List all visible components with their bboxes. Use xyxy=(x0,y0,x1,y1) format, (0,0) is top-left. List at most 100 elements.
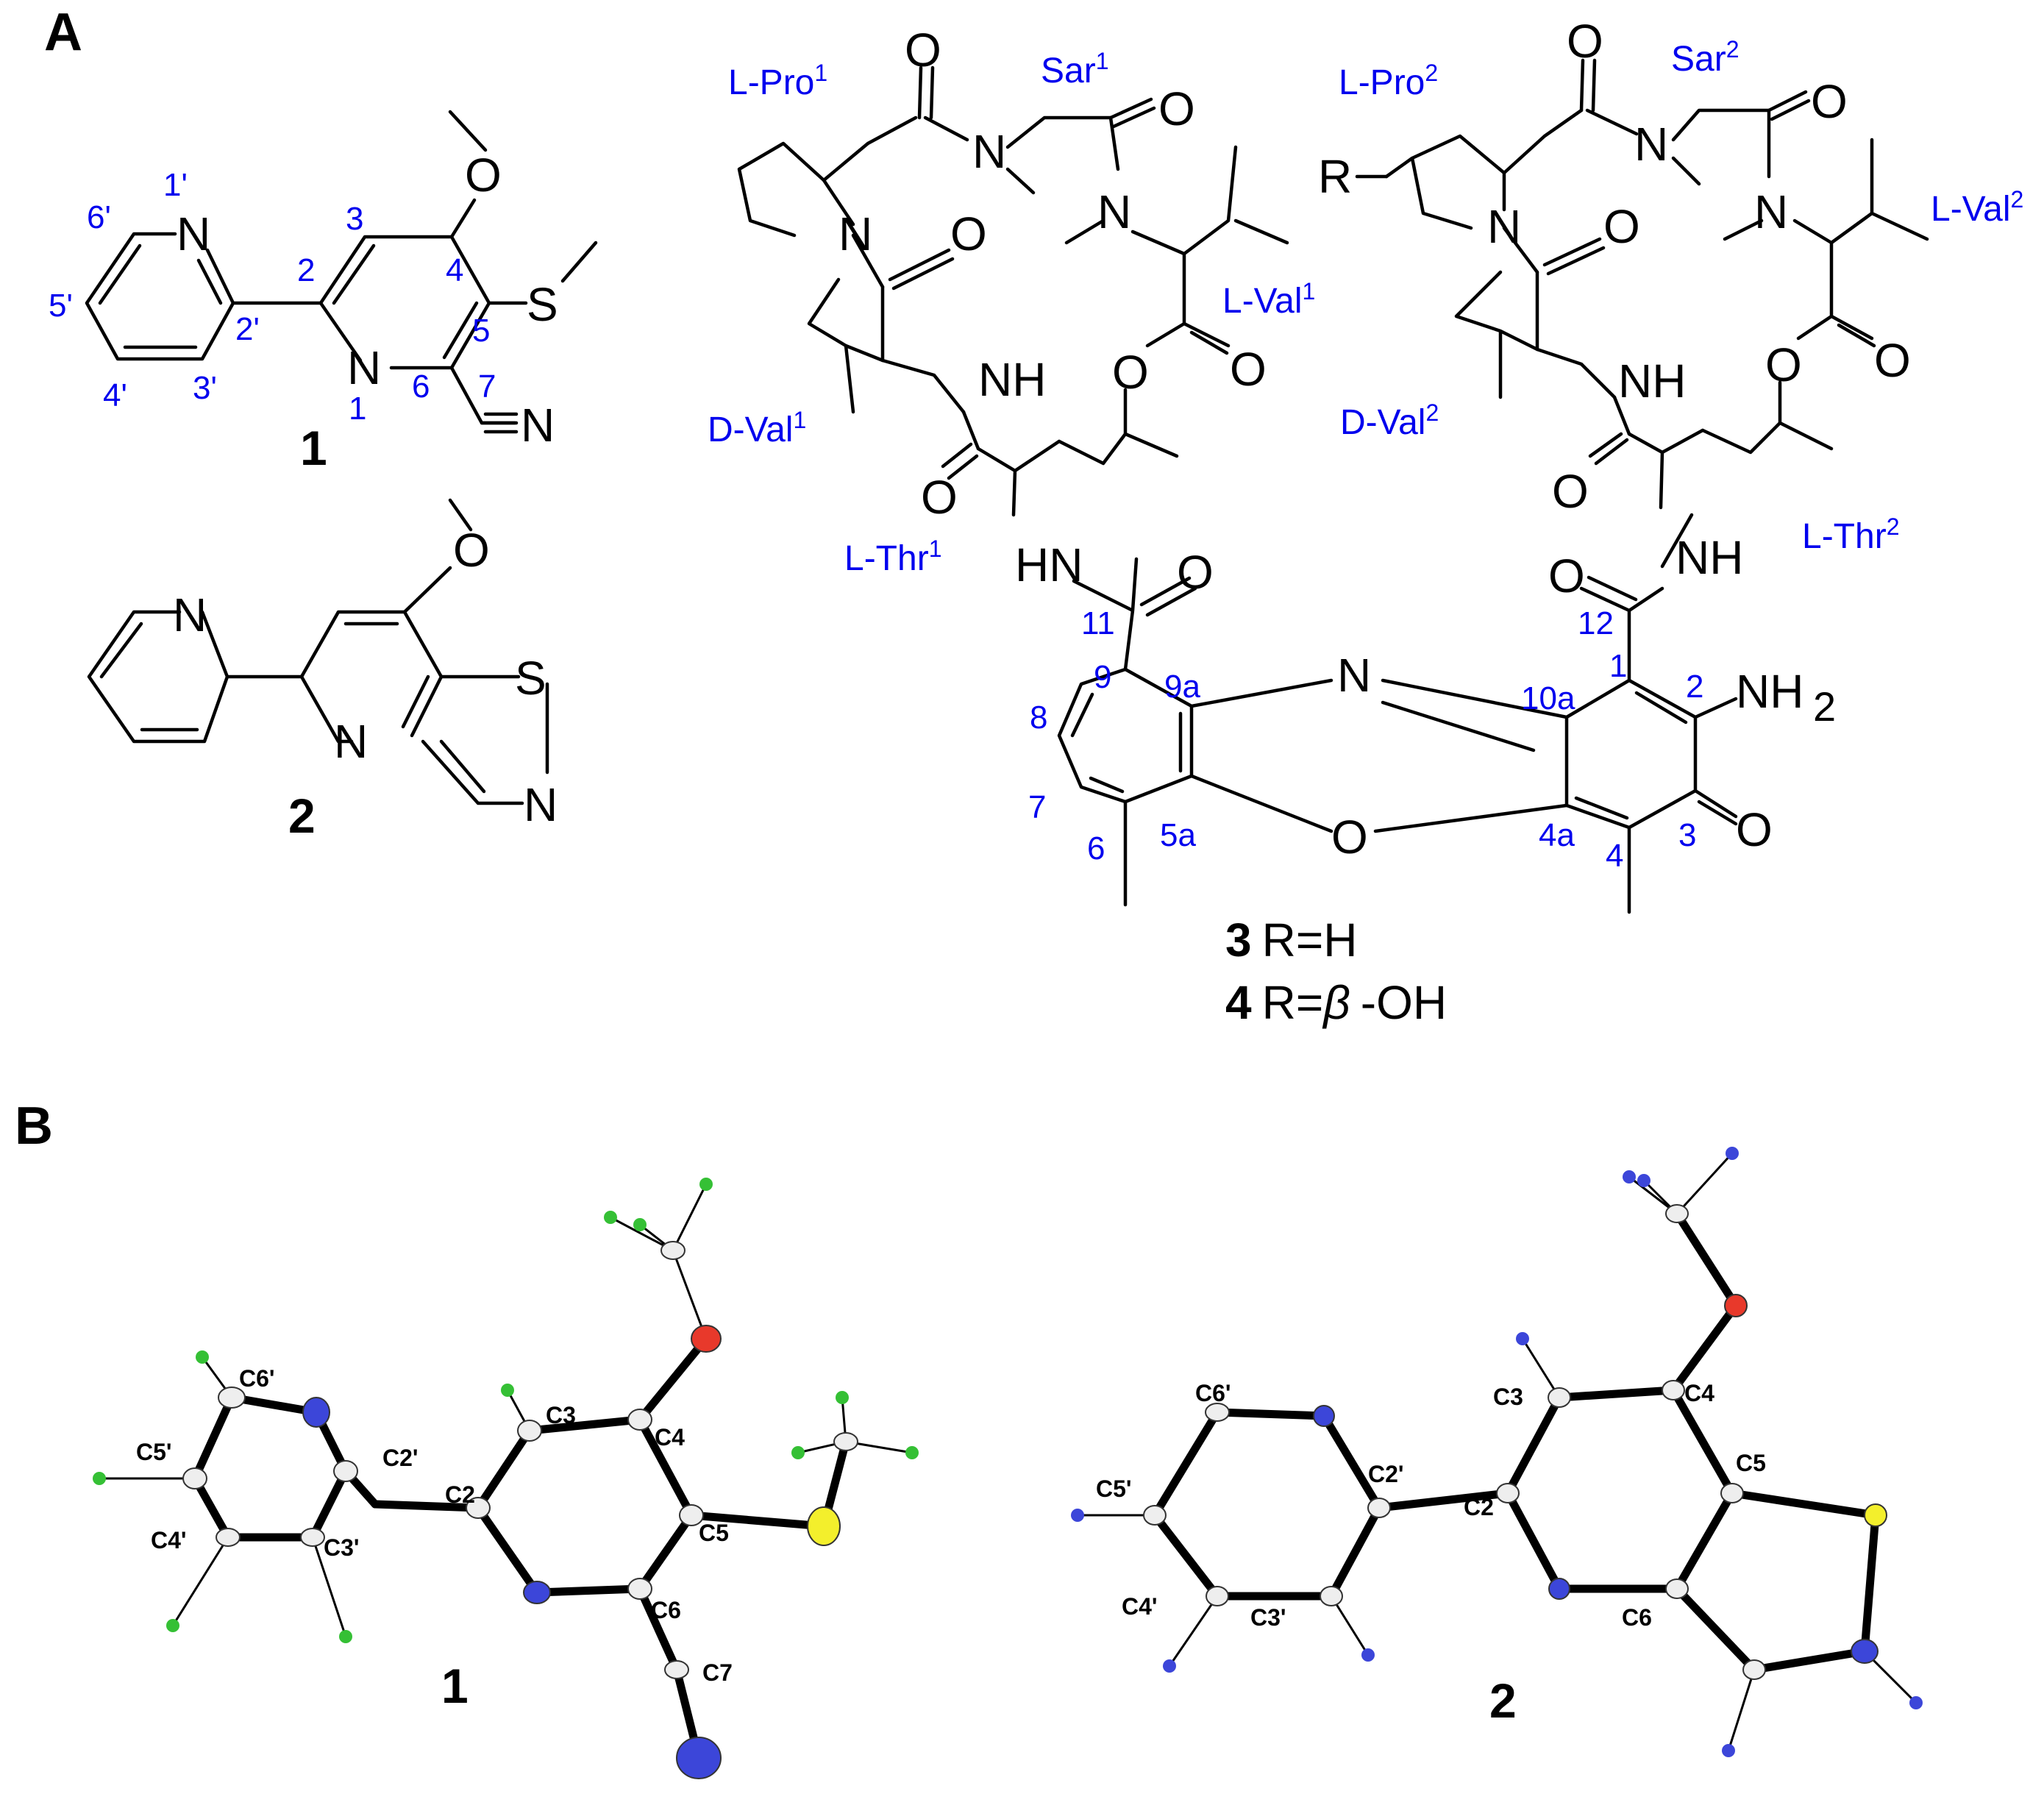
o2-c6: C6 xyxy=(1622,1604,1652,1631)
res-dval2: D-Val2 xyxy=(1340,399,1439,442)
o1-c2p: C2' xyxy=(382,1445,419,1471)
res-sar2: Sar2 xyxy=(1671,36,1739,79)
atom-nh-dval1: NH xyxy=(978,353,1046,406)
ortep-compound-1 xyxy=(93,1178,919,1779)
ortep-1-labels: C6' C5' C4' C3' C2' C2 C3 C4 C5 C6 C7 xyxy=(136,1365,733,1686)
atom-o-val2co: O xyxy=(1874,334,1911,387)
o1-c2: C2 xyxy=(445,1481,475,1508)
atom-o-val1co: O xyxy=(1230,343,1267,396)
num3-2: 2 xyxy=(1686,669,1703,705)
num3-9: 9 xyxy=(1094,659,1111,695)
atom-s-thiazole: S xyxy=(515,652,546,705)
num-2prime: 2' xyxy=(235,311,260,347)
num3-6: 6 xyxy=(1087,830,1105,866)
atom-nh2-sub: 2 xyxy=(1813,683,1836,730)
panel-a-label: A xyxy=(44,3,82,62)
num-3prime: 3' xyxy=(193,370,217,406)
atom-o-pro1: O xyxy=(905,24,941,76)
o1-c3: C3 xyxy=(546,1402,576,1428)
o1-c4: C4 xyxy=(655,1424,685,1450)
compound-2-precise xyxy=(74,471,588,839)
num3-7: 7 xyxy=(1028,789,1046,825)
compound-2-label: 2 xyxy=(288,789,316,843)
atom-o-dval2: O xyxy=(1603,200,1640,253)
atom-nh-thr2: NH xyxy=(1676,531,1743,584)
atom-o-ester1: O xyxy=(1112,346,1149,399)
atom-o-ester2: O xyxy=(1765,338,1802,391)
ortep-1-caption: 1 xyxy=(441,1659,469,1713)
structure-compound-3-4 xyxy=(737,58,1929,914)
num-4prime: 4' xyxy=(103,377,127,413)
o1-c5: C5 xyxy=(699,1520,729,1546)
o2-c4: C4 xyxy=(1684,1380,1714,1406)
atom-n-core: N xyxy=(1337,649,1371,702)
panel-b-label: B xyxy=(15,1097,53,1156)
atom-s5: S xyxy=(527,278,558,331)
atom-o-c12: O xyxy=(1548,549,1585,602)
num3-3: 3 xyxy=(1678,817,1696,853)
ortep-2-caption: 2 xyxy=(1489,1673,1517,1728)
o2-c5p: C5' xyxy=(1096,1476,1132,1502)
compound-1-precise: N O S N N 1' 6' 5' 4' 3' 2' 2 3 4 5 6 7 … xyxy=(44,88,603,463)
num-5prime: 5' xyxy=(49,288,73,324)
atom-n-sar1: N xyxy=(972,125,1006,178)
o2-c3: C3 xyxy=(1493,1384,1523,1410)
compound-2-atoms: N N S N O xyxy=(173,524,558,831)
num3-10a: 10a xyxy=(1521,680,1575,716)
atom-n-thiazole: N xyxy=(524,778,558,831)
o2-c4p: C4' xyxy=(1122,1593,1158,1620)
res-lpro1: L-Pro1 xyxy=(728,60,827,102)
atom-n-val1: N xyxy=(1097,185,1131,238)
atom-o-sar2: O xyxy=(1811,75,1848,128)
num3-11: 11 xyxy=(1081,605,1115,641)
num-5: 5 xyxy=(472,313,490,349)
num3-4a: 4a xyxy=(1539,817,1575,853)
o1-c4p: C4' xyxy=(151,1527,187,1553)
atom-o4: O xyxy=(465,149,502,202)
o2-c2p: C2' xyxy=(1368,1461,1404,1487)
num-6prime: 6' xyxy=(87,199,111,235)
o1-c6: C6 xyxy=(651,1597,681,1623)
atom-o-dval1: O xyxy=(950,207,987,260)
atom-o-c11: O xyxy=(1177,546,1214,599)
num3-8: 8 xyxy=(1030,700,1047,736)
atom-n-val2: N xyxy=(1754,185,1788,238)
atom-o-thr2: O xyxy=(1552,465,1589,518)
num-1: 1 xyxy=(349,391,366,427)
atom-o-c3: O xyxy=(1736,803,1773,856)
atom-o-sar1: O xyxy=(1158,82,1195,135)
atom-n1a: N xyxy=(347,341,381,394)
atom-n-center2: N xyxy=(334,715,368,768)
num-2: 2 xyxy=(297,252,315,288)
num-1prime: 1' xyxy=(163,167,188,203)
num3-5a: 5a xyxy=(1160,817,1196,853)
atom-n7: N xyxy=(521,399,555,452)
o2-c6p: C6' xyxy=(1195,1380,1231,1406)
o1-c6p: C6' xyxy=(239,1365,275,1392)
atom-o-core: O xyxy=(1331,811,1368,864)
o2-c5: C5 xyxy=(1736,1450,1766,1476)
res-dval1: D-Val1 xyxy=(708,407,806,449)
atom-n-sar2: N xyxy=(1634,118,1668,171)
res-sar1: Sar1 xyxy=(1041,48,1109,90)
atom-hn-thr1: HN xyxy=(1015,538,1083,591)
residue-labels: L-Pro1 Sar1 L-Val1 D-Val1 L-Thr1 L-Pro2 … xyxy=(708,36,2023,578)
atom-r: R xyxy=(1318,150,1352,203)
num3-9a: 9a xyxy=(1164,669,1200,705)
ortep-compound-2 xyxy=(1071,1147,1923,1757)
compound-3-numbering: 11 12 9 9a 8 7 6 5a 10a 1 2 3 4 4a xyxy=(1028,605,1703,874)
ortep-2-labels: C6' C5' C4' C3' C2' C2 C3 C4 C5 C6 xyxy=(1096,1380,1766,1631)
res-lthr1: L-Thr1 xyxy=(844,535,941,578)
num3-12: 12 xyxy=(1578,605,1614,641)
atom-o-pro2: O xyxy=(1567,15,1603,68)
num-4: 4 xyxy=(446,252,463,288)
atom-o-methoxy2: O xyxy=(453,524,490,577)
compound-1-label: 1 xyxy=(300,421,327,475)
atom-o-thr1: O xyxy=(921,471,958,524)
o1-c3p: C3' xyxy=(324,1534,360,1561)
atom-nh2: NH xyxy=(1736,665,1803,718)
atom-nh-dval2: NH xyxy=(1618,355,1686,407)
o2-c3p: C3' xyxy=(1250,1604,1286,1631)
